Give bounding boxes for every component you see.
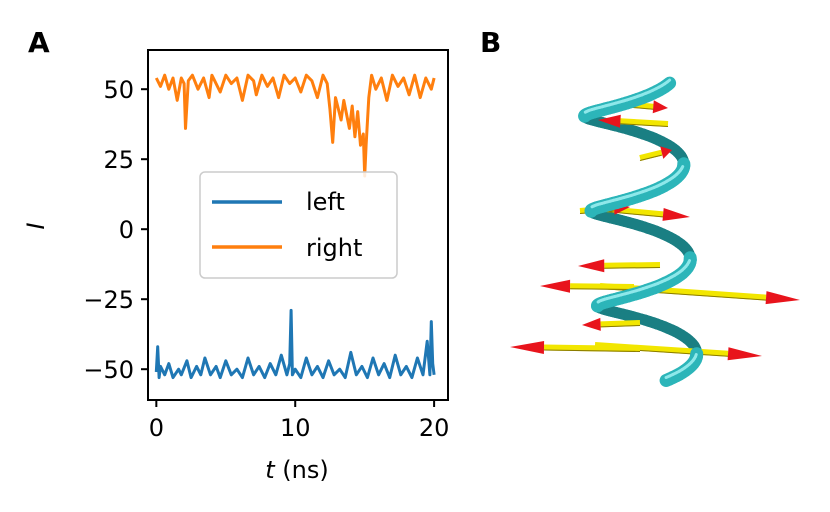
legend-label-left: left <box>306 188 345 216</box>
arrow-shaft-shadow <box>639 154 662 161</box>
dipole-arrow <box>639 146 672 161</box>
helix-back-strands <box>579 110 703 360</box>
arrow-shaft <box>570 283 635 290</box>
series-line-left <box>154 308 436 380</box>
arrow-shaft-shadow <box>543 349 641 352</box>
arrow-head <box>660 146 672 159</box>
arrow-shaft <box>620 118 669 127</box>
x-tick-label: 20 <box>419 414 450 442</box>
helix-highlight <box>664 374 672 379</box>
helix-highlight <box>596 300 601 304</box>
arrow-head <box>727 347 762 361</box>
arrow-shaft <box>639 149 663 161</box>
dipole-arrow <box>540 279 635 293</box>
dipole-arrow <box>578 259 661 273</box>
panel-label-b: B <box>480 26 501 59</box>
legend-label-right: right <box>306 234 362 262</box>
arrow-head <box>540 279 571 293</box>
helix-structure-image <box>510 76 800 387</box>
x-tick-label: 0 <box>149 414 164 442</box>
y-tick-label: 0 <box>119 216 134 244</box>
x-axis-label: t (ns) <box>265 456 329 484</box>
arrow-shaft-shadow <box>600 325 641 328</box>
arrow-shaft-shadow <box>604 267 661 269</box>
arrow-shaft <box>600 320 641 328</box>
arrow-shaft <box>604 262 661 269</box>
arrow-head <box>598 114 621 128</box>
arrow-shaft-shadow <box>570 288 635 290</box>
helix-segment-front <box>659 372 677 387</box>
helix-highlight <box>590 204 595 209</box>
dipole-arrow <box>510 341 641 354</box>
panel-label-a: A <box>28 26 50 59</box>
dipole-arrow <box>582 317 641 331</box>
legend-box <box>199 171 398 279</box>
chart-panel-a: 0 10 20 50 25 0 −25 −50 I t (ns) left right <box>22 49 449 484</box>
y-tick-label: 25 <box>103 146 134 174</box>
axes-frame <box>147 49 449 401</box>
series-layer <box>154 73 436 380</box>
arrow-head <box>582 317 601 331</box>
y-tick-label: −25 <box>83 286 134 314</box>
helix-highlight <box>583 110 588 114</box>
arrow-shaft-shadow <box>620 123 669 127</box>
x-tick-label: 10 <box>280 414 311 442</box>
arrow-shaft <box>543 344 641 352</box>
arrow-head <box>662 208 690 221</box>
legend: left right <box>199 171 398 279</box>
arrow-head <box>510 341 545 354</box>
arrow-head <box>578 259 605 273</box>
x-axis-label-unit: (ns) <box>275 456 329 484</box>
x-axis-label-var: t <box>265 456 276 484</box>
y-tick-label: 50 <box>103 76 134 104</box>
dipole-arrow <box>598 114 669 128</box>
y-tick-label: −50 <box>83 356 134 384</box>
arrow-head <box>765 291 800 305</box>
series-line-right <box>154 73 436 178</box>
tick-layer: 0 10 20 50 25 0 −25 −50 <box>83 76 449 442</box>
helix-front-strands <box>578 76 704 387</box>
y-axis-label: I <box>22 222 50 229</box>
arrow-head <box>652 100 668 114</box>
